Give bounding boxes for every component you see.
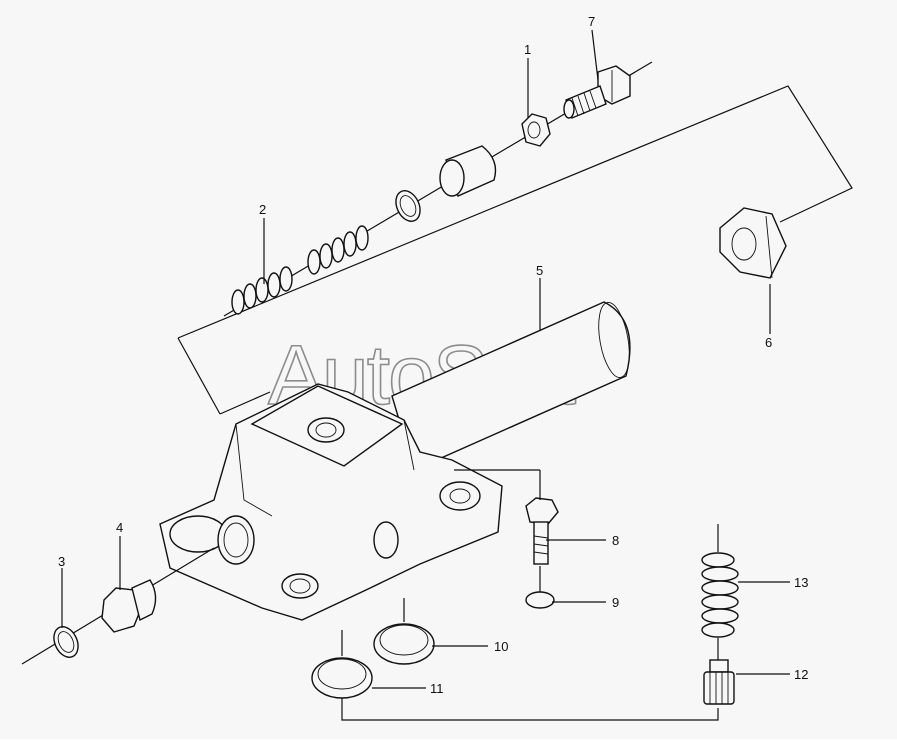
callout-9: 9	[612, 595, 619, 610]
assembly-frame-bottom	[219, 391, 271, 415]
ring-10	[373, 623, 435, 665]
plug-12	[703, 659, 735, 705]
callout-4: 4	[116, 520, 123, 535]
callout-10: 10	[494, 639, 508, 654]
spring-2	[231, 225, 369, 315]
nut-1	[521, 113, 551, 147]
plug-4	[101, 579, 157, 633]
callout-12: 12	[794, 667, 808, 682]
plunger-cap	[439, 145, 497, 197]
connector-line-bottom	[341, 698, 719, 721]
large-nut-6	[719, 207, 787, 279]
shaft-5	[391, 301, 631, 471]
bolt-7	[563, 65, 631, 119]
callout-8: 8	[612, 533, 619, 548]
leader-7	[591, 29, 599, 81]
callout-1: 1	[524, 42, 531, 57]
ring-3	[53, 626, 79, 658]
callout-13: 13	[794, 575, 808, 590]
spring-13	[701, 524, 739, 660]
housing-body	[159, 383, 503, 621]
bolt-8	[525, 497, 559, 565]
assembly-frame-left	[177, 337, 221, 415]
assembly-frame	[177, 85, 853, 339]
callout-2: 2	[259, 202, 266, 217]
washer-9	[525, 591, 555, 609]
callout-11: 11	[430, 681, 444, 696]
callout-7: 7	[588, 14, 595, 29]
ring-11	[311, 657, 373, 699]
callout-3: 3	[58, 554, 65, 569]
small-ring	[395, 190, 421, 222]
callout-5: 5	[536, 263, 543, 278]
callout-6: 6	[765, 335, 772, 350]
